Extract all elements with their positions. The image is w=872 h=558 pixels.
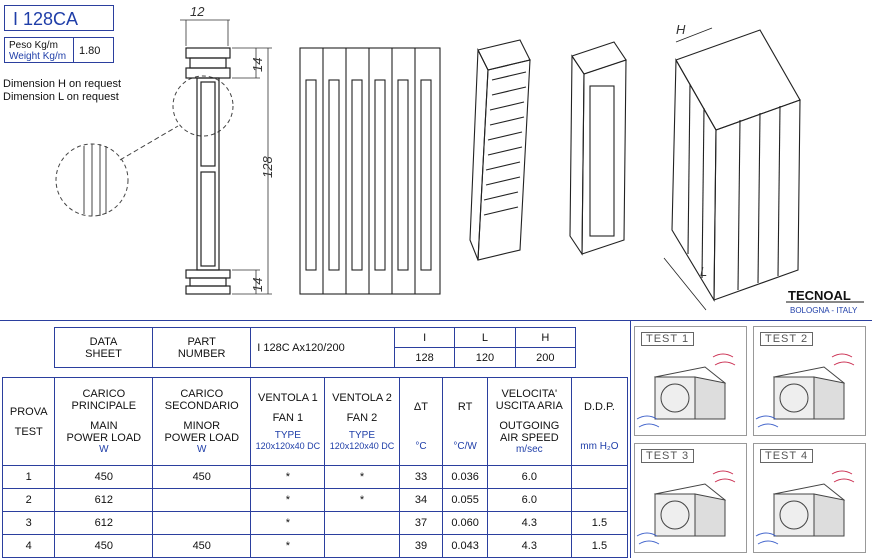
col-delta-t: ΔT°C — [398, 377, 444, 466]
dim-value-l: 120 — [454, 347, 516, 368]
fan-heatsink-2-icon — [755, 353, 855, 428]
weight-value: 1.80 — [79, 45, 101, 57]
part-number-value: I 128C Ax120/200 — [250, 327, 395, 368]
note-dimension-l: Dimension L on request — [3, 91, 119, 103]
multi-fin-view — [299, 47, 441, 295]
fan-heatsink-1-icon — [636, 353, 736, 428]
test-image-3: TEST 3 — [634, 443, 747, 553]
dim-H: H — [676, 22, 686, 37]
detail-magnifier — [55, 75, 234, 217]
dim-fin-top: 14 — [250, 58, 265, 72]
fan-heatsink-3-icon — [636, 470, 736, 545]
isometric-view-3 — [663, 27, 801, 311]
test-image-1: TEST 1 — [634, 326, 747, 436]
fan-heatsink-4-icon — [755, 470, 855, 545]
dim-L: L — [700, 264, 707, 279]
svg-text:TECNOAL: TECNOAL — [788, 288, 851, 303]
dim-value-i: 128 — [393, 347, 456, 368]
dim-height: 128 — [260, 156, 275, 178]
weight-label-en: Weight Kg/m — [9, 51, 67, 62]
col-rt: RT°C/W — [442, 377, 488, 466]
dim-header-h: H — [514, 327, 577, 348]
company-logo: TECNOAL BOLOGNA - ITALY — [786, 288, 864, 315]
test-image-2: TEST 2 — [753, 326, 866, 436]
col-ddp: D.D.P.mm H₂O — [570, 377, 629, 466]
note-dimension-h: Dimension H on request — [3, 78, 122, 90]
svg-text:BOLOGNA - ITALY: BOLOGNA - ITALY — [790, 306, 858, 315]
weight-box: Peso Kg/m Weight Kg/m 1.80 — [4, 37, 114, 63]
test-images-panel — [630, 320, 872, 558]
technical-drawing: 12 14 128 14 — [55, 4, 864, 315]
dim-value-h: 200 — [514, 347, 577, 368]
part-title: I 128CA — [4, 5, 114, 31]
dim-width: 12 — [190, 4, 205, 19]
weight-label-it: Peso Kg/m — [9, 40, 58, 51]
test-image-4: TEST 4 — [753, 443, 866, 553]
isometric-view-1 — [469, 39, 531, 261]
dim-header-l: L — [454, 327, 516, 348]
weight-divider — [73, 38, 74, 62]
dim-header-i: I — [393, 327, 456, 348]
profile-section — [185, 47, 231, 295]
divider — [0, 320, 872, 321]
dim-fin-bottom: 14 — [250, 278, 265, 292]
isometric-view-2 — [569, 41, 627, 256]
